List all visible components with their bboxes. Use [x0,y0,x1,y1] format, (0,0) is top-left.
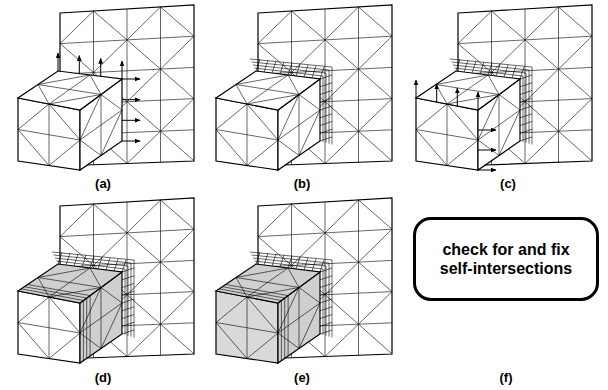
panel-label: (f) [500,370,513,385]
box-text: check for and fix self-intersections [426,240,586,278]
mesh-face [18,264,122,303]
normal-arrow [478,130,496,131]
mesh-line [216,104,278,166]
mesh-line [436,75,499,104]
mesh-line [416,104,478,166]
mesh-panel [416,5,592,170]
refinement-band [21,285,90,361]
mesh-line [236,268,299,297]
mesh-face [416,71,520,110]
normal-arrow [478,170,496,171]
mesh-line [38,268,101,297]
normal-arrow [416,80,417,98]
panel-label: (e) [294,370,310,385]
normal-arrow [122,99,140,100]
normal-arrow [436,84,437,102]
mesh-line [18,104,80,166]
normal-arrow [100,58,101,76]
mesh-panel [18,5,194,170]
normal-arrow [478,150,496,151]
normal-arrow [122,61,123,79]
mesh-panel [216,5,392,170]
mesh-line [236,75,299,104]
normal-arrow [122,120,140,121]
mesh-panel [18,198,194,363]
normal-arrow [122,79,140,80]
mesh-face [216,264,320,303]
normal-arrow [58,53,59,71]
mesh-line [38,75,101,104]
mesh-line [18,297,80,359]
normal-arrow [79,56,80,74]
mesh-panel [216,198,392,363]
mesh-face [18,71,122,110]
panel-label: (d) [95,370,112,385]
mesh-line [216,297,278,359]
panel-label: (a) [95,176,111,191]
panel-label: (c) [500,176,516,191]
mesh-face [216,71,320,110]
normal-arrow [457,88,458,106]
rounded-box: check for and fix self-intersections [413,217,599,301]
panel-label: (b) [294,176,311,191]
refinement-band [219,285,288,361]
normal-arrow [478,92,479,110]
normal-arrow [122,141,140,142]
